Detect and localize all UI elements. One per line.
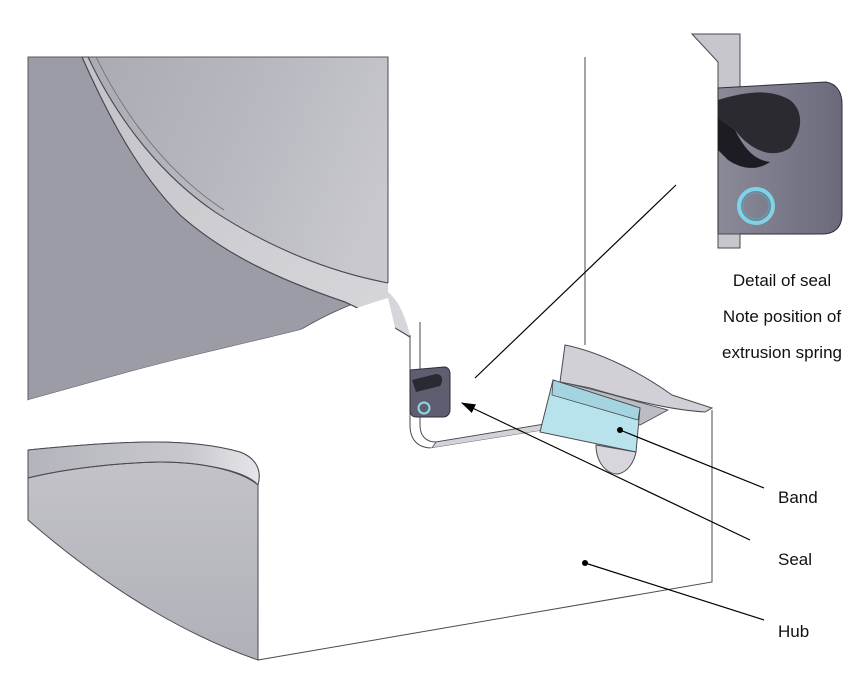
detail-caption-line3: extrusion spring <box>722 343 842 362</box>
detail-caption-line1: Detail of seal <box>733 271 831 290</box>
seal <box>409 366 451 418</box>
detail-leader-line <box>474 184 677 379</box>
seal-detail-inset <box>690 33 843 249</box>
hub-leader-line <box>584 562 765 621</box>
seal-label: Seal <box>778 550 812 569</box>
hub-label: Hub <box>778 622 809 641</box>
seal-arrow-line <box>460 402 751 541</box>
hub-block <box>27 410 713 661</box>
leader-lines <box>460 184 765 621</box>
detail-caption-line2: Note position of <box>723 307 841 326</box>
band-label: Band <box>778 488 818 507</box>
band-leader-line <box>619 429 765 489</box>
band <box>539 379 641 475</box>
body-plate <box>387 57 586 449</box>
